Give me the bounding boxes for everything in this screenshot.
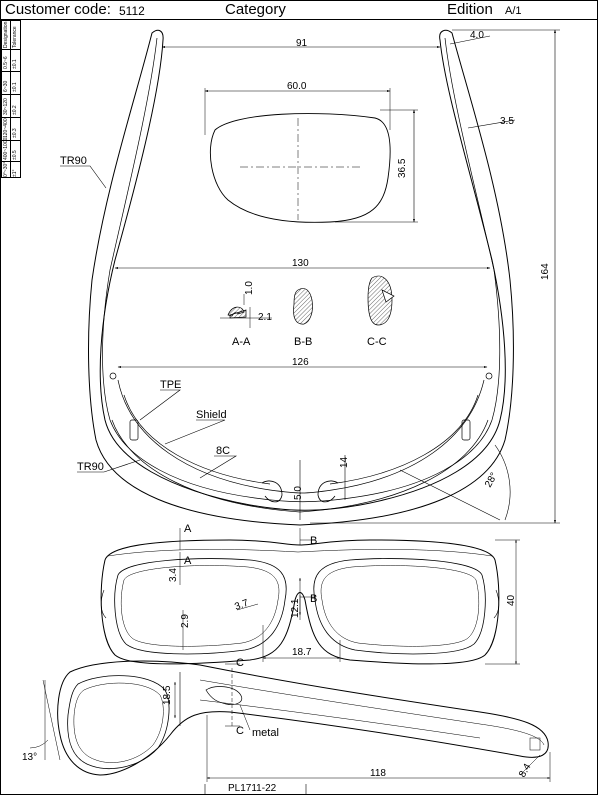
- front-lens-left-inner: [120, 565, 280, 647]
- tol-row-divider: [2, 161, 20, 162]
- dim-3-7: 3.7: [233, 598, 250, 613]
- lens-width-dim: 60.0: [287, 81, 307, 92]
- section-aa-dim2: 2.1: [258, 312, 272, 323]
- dim-14: 14: [339, 456, 350, 468]
- front-lens-left: [114, 558, 287, 655]
- frame-left: [0, 20, 1, 795]
- front-lens-right: [313, 558, 486, 655]
- side-view: [57, 660, 549, 776]
- top-nose-pads: [261, 480, 339, 503]
- lens-height-dim: 36.5: [397, 158, 408, 178]
- dim-164: 164: [540, 263, 551, 280]
- tol-row-divider: [2, 94, 20, 95]
- front-view: [100, 539, 500, 665]
- section-cc-label: C-C: [367, 336, 387, 348]
- top-frame-inner: [102, 37, 501, 503]
- customer-code-label: Customer code:: [5, 1, 111, 18]
- callout-tr90-upper: TR90: [60, 155, 87, 167]
- tol-row-divider: [2, 71, 20, 72]
- side-lens: [67, 675, 170, 769]
- dim-12-1: 12.1: [290, 598, 301, 618]
- lens-detail: [204, 88, 418, 223]
- category-label: Category: [225, 1, 286, 18]
- frame-right: [597, 20, 598, 795]
- dim-5-0: 5.0: [293, 486, 304, 500]
- top-dimensions: [114, 29, 560, 524]
- marker-b-bottom: B: [310, 593, 317, 605]
- screw-left: [109, 372, 117, 380]
- lens-outline: [209, 113, 391, 223]
- dim-2-9: 2.9: [180, 614, 191, 628]
- tol-row-divider: [2, 117, 20, 118]
- edition-label: Edition: [447, 1, 493, 18]
- callout-8c: 8C: [216, 445, 230, 457]
- title-block-header: Customer code: 5112 Category Edition A/1: [0, 0, 598, 20]
- callout-tr90-lower: TR90: [77, 461, 104, 473]
- dim-40: 40: [506, 594, 517, 606]
- hinge-right: [461, 419, 471, 441]
- callout-shield: Shield: [196, 409, 227, 421]
- dim-13deg: 13°: [22, 752, 37, 763]
- dim-8-4: 8.4: [517, 762, 534, 780]
- front-side-detail-right: [493, 589, 500, 619]
- top-view: [88, 29, 514, 526]
- side-arm-line: [199, 679, 545, 746]
- part-number: PL1711-22: [228, 783, 277, 794]
- dim-4-0: 4.0: [470, 30, 484, 41]
- section-c-c: [367, 275, 395, 326]
- section-a-a: [220, 294, 272, 328]
- dim-18-5: 18.5: [162, 685, 173, 705]
- callout-tpe: TPE: [160, 379, 181, 391]
- dim-3-5: 3.5: [500, 116, 514, 127]
- section-b-b: [293, 288, 313, 325]
- side-tip-detail: [529, 737, 541, 751]
- side-metal-insert: [205, 686, 243, 705]
- dim-130: 130: [292, 258, 309, 269]
- top-dim-labels: 91 4.0 3.5 130 126 164 5.0 14 28°: [292, 30, 551, 500]
- side-dimensions: [29, 663, 551, 782]
- side-arm-line2: [199, 699, 481, 739]
- front-dimensions: [179, 528, 520, 665]
- tol-row-divider: [2, 140, 20, 141]
- marker-b-top: B: [310, 535, 317, 547]
- tol-row-divider: [2, 49, 20, 50]
- section-aa-label: A-A: [232, 336, 251, 348]
- edition-value: A/1: [505, 5, 522, 17]
- front-brow-line: [107, 549, 493, 557]
- dim-3-4: 3.4: [168, 568, 179, 582]
- dim-118: 118: [370, 768, 386, 779]
- dim-91: 91: [296, 38, 308, 49]
- screw-right: [485, 372, 493, 380]
- top-frame-inner3: [123, 394, 479, 485]
- marker-c-top: C: [236, 657, 244, 669]
- hinge-left: [129, 419, 139, 441]
- section-aa-dim1: 1.0: [244, 281, 255, 295]
- tolerance-table: Designation Tolerance 0.5~6 ±0.1 6~30 ±0…: [1, 20, 21, 178]
- top-callout-leaders: [60, 165, 238, 479]
- front-frame-outer: [100, 539, 500, 665]
- marker-a-top: A: [184, 523, 192, 535]
- marker-a-bottom: A: [184, 555, 192, 567]
- section-bb-label: B-B: [294, 336, 312, 348]
- side-frame-outer: [57, 660, 549, 776]
- marker-c-bottom: C: [236, 725, 244, 737]
- dim-18-7: 18.7: [292, 647, 312, 658]
- customer-code-value: 5112: [119, 4, 145, 18]
- front-side-detail-left: [100, 589, 107, 619]
- top-frame-outer: [88, 29, 514, 526]
- dim-126: 126: [292, 357, 309, 368]
- callout-metal: metal: [252, 727, 279, 739]
- dim-28deg: 28°: [483, 471, 500, 490]
- top-frame-inner2: [117, 379, 485, 494]
- front-lens-right-inner: [320, 565, 480, 647]
- tol-col-divider: [10, 21, 11, 177]
- side-lens-inner: [73, 682, 164, 763]
